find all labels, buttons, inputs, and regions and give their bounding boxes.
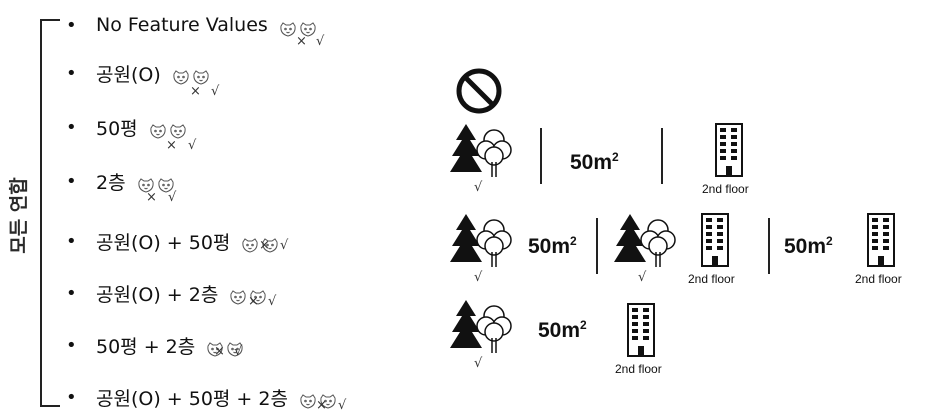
cross-mark: × <box>146 190 157 205</box>
list-item: • 공원(O) <box>66 58 211 88</box>
check-mark: √ <box>234 344 243 359</box>
cat-face-icon <box>242 238 279 253</box>
check-mark: √ <box>280 238 289 253</box>
separator <box>661 128 663 184</box>
coalition-label: 공원(O) <box>96 63 161 86</box>
separator <box>768 218 770 274</box>
cross-mark: × <box>259 238 270 253</box>
prohibited-icon <box>456 68 502 114</box>
cat-face-icon <box>300 394 336 409</box>
floor-label: 2nd floor <box>702 182 749 196</box>
check-mark: √ <box>474 180 483 195</box>
cross-mark: × <box>190 84 201 99</box>
cat-face-icon <box>230 290 266 305</box>
coalition-label: 공원(O) + 50평 + 2층 <box>96 387 288 410</box>
building-icon <box>715 123 743 177</box>
coalition-label: 2층 <box>96 171 126 194</box>
area-label: 50m2 <box>538 318 587 342</box>
list-item: • 50평 <box>66 112 188 142</box>
list-item: • No Feature Values <box>66 10 318 40</box>
coalition-label: 50평 + 2층 <box>96 335 196 358</box>
park-trees-icon <box>450 124 512 177</box>
area-label: 50m2 <box>570 150 619 174</box>
cat-votes <box>148 124 188 140</box>
side-label-text: 모든 연합 <box>7 176 30 254</box>
cat-votes <box>228 290 268 306</box>
check-mark: √ <box>474 356 483 371</box>
park-trees-icon <box>614 214 676 267</box>
area-label: 50m2 <box>528 234 577 258</box>
floor-label: 2nd floor <box>615 362 662 376</box>
floor-label: 2nd floor <box>688 272 735 286</box>
check-mark: √ <box>268 294 277 309</box>
cat-votes <box>171 70 211 86</box>
check-mark: √ <box>474 270 483 285</box>
cat-votes <box>298 394 338 410</box>
list-item: • 50평 + 2층 <box>66 330 245 360</box>
coalitions-side-label: 모든 연합 <box>6 160 30 270</box>
check-mark: √ <box>188 138 197 153</box>
cat-face-icon <box>280 22 316 37</box>
list-item: • 공원(O) + 2층 <box>66 278 268 308</box>
list-item: • 공원(O) + 50평 + 2층 <box>66 382 338 412</box>
check-mark: √ <box>338 398 347 413</box>
separator <box>540 128 542 184</box>
coalition-label: 공원(O) + 50평 <box>96 231 231 254</box>
cat-face-icon <box>207 342 243 357</box>
park-trees-icon <box>450 300 512 353</box>
separator <box>596 218 598 274</box>
cat-votes <box>136 178 176 194</box>
cross-mark: × <box>166 138 177 153</box>
cat-face-icon <box>137 178 174 193</box>
coalition-label: 50평 <box>96 117 138 140</box>
cat-votes <box>205 342 245 358</box>
area-label: 50m2 <box>784 234 833 258</box>
cat-votes <box>278 22 318 38</box>
cross-mark: × <box>248 294 259 309</box>
check-mark: √ <box>316 34 325 49</box>
check-mark: √ <box>211 84 220 99</box>
cross-mark: × <box>316 398 327 413</box>
check-mark: √ <box>638 270 647 285</box>
cat-face-icon <box>150 124 186 139</box>
cat-face-icon <box>173 70 209 85</box>
list-item: • 2층 <box>66 166 176 196</box>
park-trees-icon <box>450 214 512 267</box>
cat-votes <box>240 238 280 254</box>
floor-label: 2nd floor <box>855 272 902 286</box>
coalition-label: 공원(O) + 2층 <box>96 283 219 306</box>
building-icon <box>627 303 655 357</box>
cross-mark: × <box>296 34 307 49</box>
coalition-bracket <box>40 19 60 407</box>
coalition-label: No Feature Values <box>96 14 268 36</box>
building-icon <box>867 213 895 267</box>
list-item: • 공원(O) + 50평 <box>66 226 280 256</box>
check-mark: √ <box>168 190 177 205</box>
building-icon <box>701 213 729 267</box>
cross-mark: × <box>214 344 225 359</box>
